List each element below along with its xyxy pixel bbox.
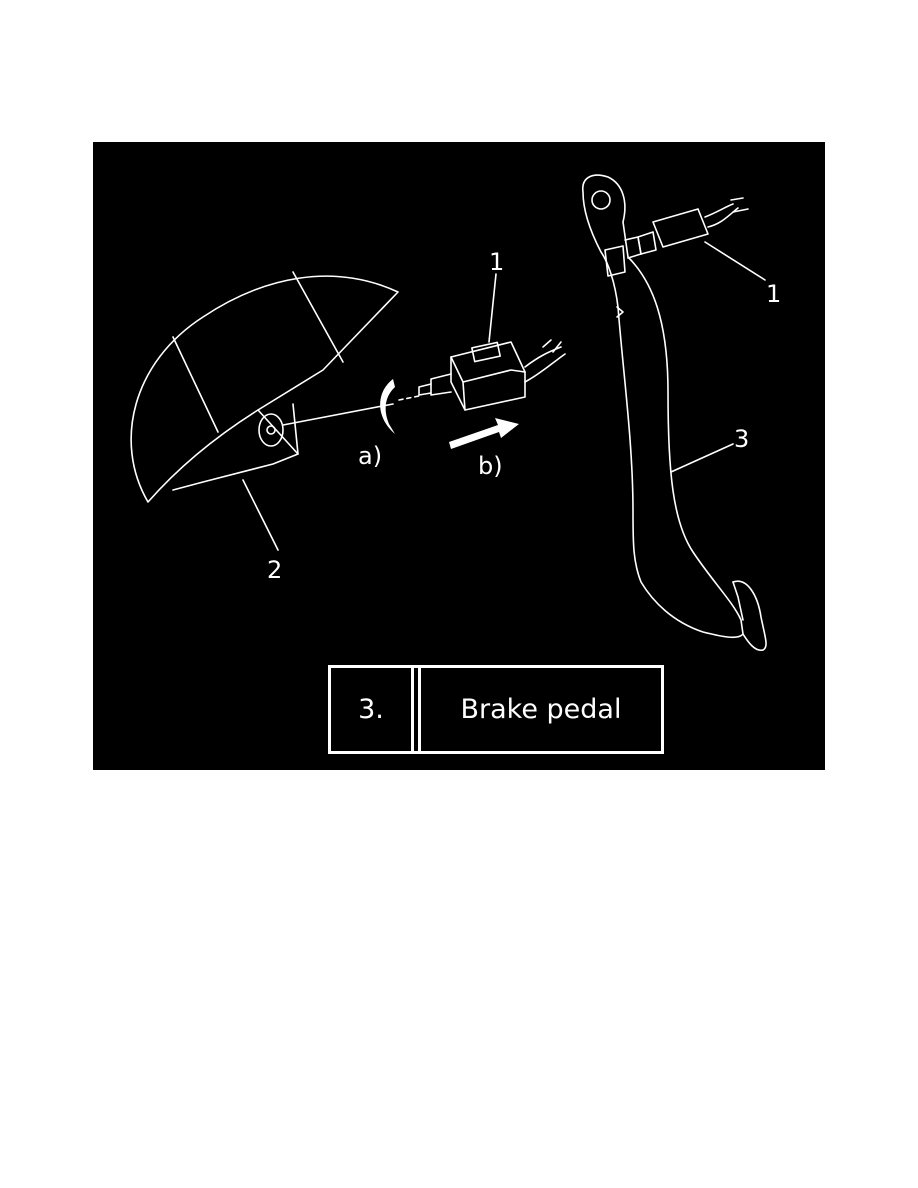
- slide-arrow-icon: [449, 418, 519, 449]
- bracket-panel: [130, 271, 399, 503]
- callout-b: b): [478, 452, 503, 480]
- leader-line-right-1: [704, 241, 766, 281]
- brake-switch-left: [418, 339, 566, 411]
- callout-3: 3: [734, 425, 749, 453]
- leader-line: [282, 403, 394, 426]
- legend-number: 3.: [331, 668, 414, 751]
- brake-switch-right: [624, 197, 749, 259]
- callout-a: a): [358, 442, 382, 470]
- brake-pedal: [582, 174, 767, 652]
- leader-line-3: [670, 443, 734, 473]
- callout-2: 2: [267, 556, 282, 584]
- callout-1-left: 1: [489, 248, 504, 276]
- legend-divider: [414, 668, 421, 751]
- brake-switch-diagram: 1 1 2 3 a) b) 3. Brake pedal: [93, 142, 825, 770]
- callout-1-right: 1: [766, 280, 781, 308]
- legend-box: 3. Brake pedal: [328, 665, 664, 754]
- diagram-illustration: 1 1 2 3 a) b): [130, 174, 781, 652]
- legend-label: Brake pedal: [460, 694, 622, 725]
- rotate-arrow-icon: [380, 379, 395, 434]
- leader-line-2: [242, 479, 279, 551]
